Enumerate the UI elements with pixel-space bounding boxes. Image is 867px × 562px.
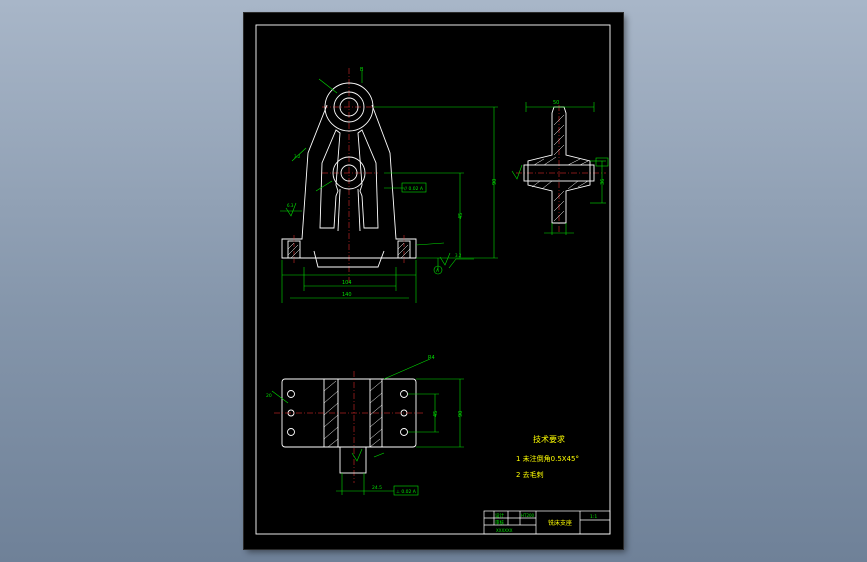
top-hole-2 bbox=[287, 428, 295, 436]
dim-overall-height: 90 bbox=[492, 179, 498, 185]
top-boss-mid bbox=[333, 91, 365, 123]
technical-notes: 技术要求 1 未注倒角0.5X45° 2 去毛刺 bbox=[516, 434, 579, 479]
top-dim-left: 20 bbox=[266, 393, 272, 399]
side-dim-right: 36 bbox=[600, 179, 606, 185]
notes-line-1: 1 未注倒角0.5X45° bbox=[516, 454, 579, 463]
title-block bbox=[483, 510, 611, 535]
roughness-right: 3.2 bbox=[455, 253, 462, 258]
notes-line-2: 2 去毛刺 bbox=[516, 470, 544, 479]
top-dimensions bbox=[271, 358, 464, 496]
title-row-a: 设计 bbox=[495, 512, 504, 519]
title-scale: 1:1 bbox=[590, 514, 597, 520]
side-hatch bbox=[531, 114, 589, 222]
side-dimensions bbox=[511, 102, 609, 235]
mid-boss-bore bbox=[340, 164, 358, 182]
top-dim-r: R4 bbox=[428, 355, 435, 361]
datum-label: A bbox=[436, 268, 440, 274]
top-hole-4 bbox=[400, 428, 408, 436]
top-dim-text: R4 20 45 90 24.5 ⊥ 0.02 A bbox=[266, 355, 464, 495]
top-dim-right-a: 45 bbox=[433, 411, 439, 417]
front-tolerance-text: // 0.02 A bbox=[404, 186, 424, 192]
roughness-left: 6.3 bbox=[287, 203, 294, 208]
drawing-sheet: B 90 45 104 140 A 6.3 3.2 3.2 // 0.02 A bbox=[244, 13, 623, 549]
top-boss-outer bbox=[324, 82, 374, 132]
title-row-b: 审核 bbox=[495, 519, 504, 526]
title-school: XXXXXX bbox=[496, 528, 513, 533]
side-bore bbox=[523, 164, 595, 182]
side-dim-text: 50 36 bbox=[553, 100, 606, 185]
side-view bbox=[516, 105, 606, 233]
title-block-text: 设计 审核 HT200 XXXXXX 铣床支座 1:1 bbox=[495, 512, 597, 533]
dim-base-width: 104 bbox=[342, 280, 352, 286]
mid-boss-outer bbox=[332, 156, 366, 190]
top-hole-1 bbox=[287, 390, 295, 398]
top-dim-bottom: 24.5 bbox=[372, 485, 382, 491]
front-tag-top: B bbox=[360, 67, 364, 73]
rib-inner-right bbox=[357, 188, 361, 232]
title-part-name: 铣床支座 bbox=[548, 519, 572, 527]
top-hatch bbox=[323, 380, 383, 448]
front-datum-marker bbox=[433, 265, 443, 275]
front-tolerance-frame bbox=[401, 182, 427, 193]
top-boss-bore bbox=[339, 97, 359, 117]
rib-window-left bbox=[319, 129, 341, 229]
rib-inner-left bbox=[337, 188, 341, 232]
dim-slot-width: 140 bbox=[342, 292, 352, 298]
side-dim-top: 50 bbox=[553, 100, 559, 106]
front-view bbox=[281, 68, 417, 283]
top-hole-3 bbox=[400, 390, 408, 398]
rib-window-right bbox=[357, 129, 379, 229]
top-view bbox=[274, 371, 424, 483]
side-rib-outline bbox=[527, 106, 591, 224]
front-dim-text: B 90 45 104 140 A 6.3 3.2 3.2 // 0.02 A bbox=[287, 67, 498, 298]
base-slot bbox=[313, 250, 385, 268]
notes-heading: 技术要求 bbox=[533, 434, 565, 444]
dim-lower-height: 45 bbox=[458, 213, 464, 219]
top-dim-right-b: 90 bbox=[458, 411, 464, 417]
side-dim-box bbox=[595, 157, 609, 167]
front-dimensions bbox=[280, 71, 498, 303]
top-tolerance-text: ⊥ 0.02 A bbox=[396, 489, 417, 495]
outer-frame bbox=[255, 24, 611, 535]
top-tolerance-frame bbox=[393, 485, 419, 496]
front-hatch bbox=[287, 242, 411, 259]
roughness-mid: 3.2 bbox=[294, 154, 301, 159]
top-foot-tab bbox=[339, 446, 367, 474]
front-body-outline bbox=[281, 104, 417, 259]
drawing-canvas: B 90 45 104 140 A 6.3 3.2 3.2 // 0.02 A bbox=[255, 24, 611, 535]
title-material: HT200 bbox=[521, 513, 535, 518]
